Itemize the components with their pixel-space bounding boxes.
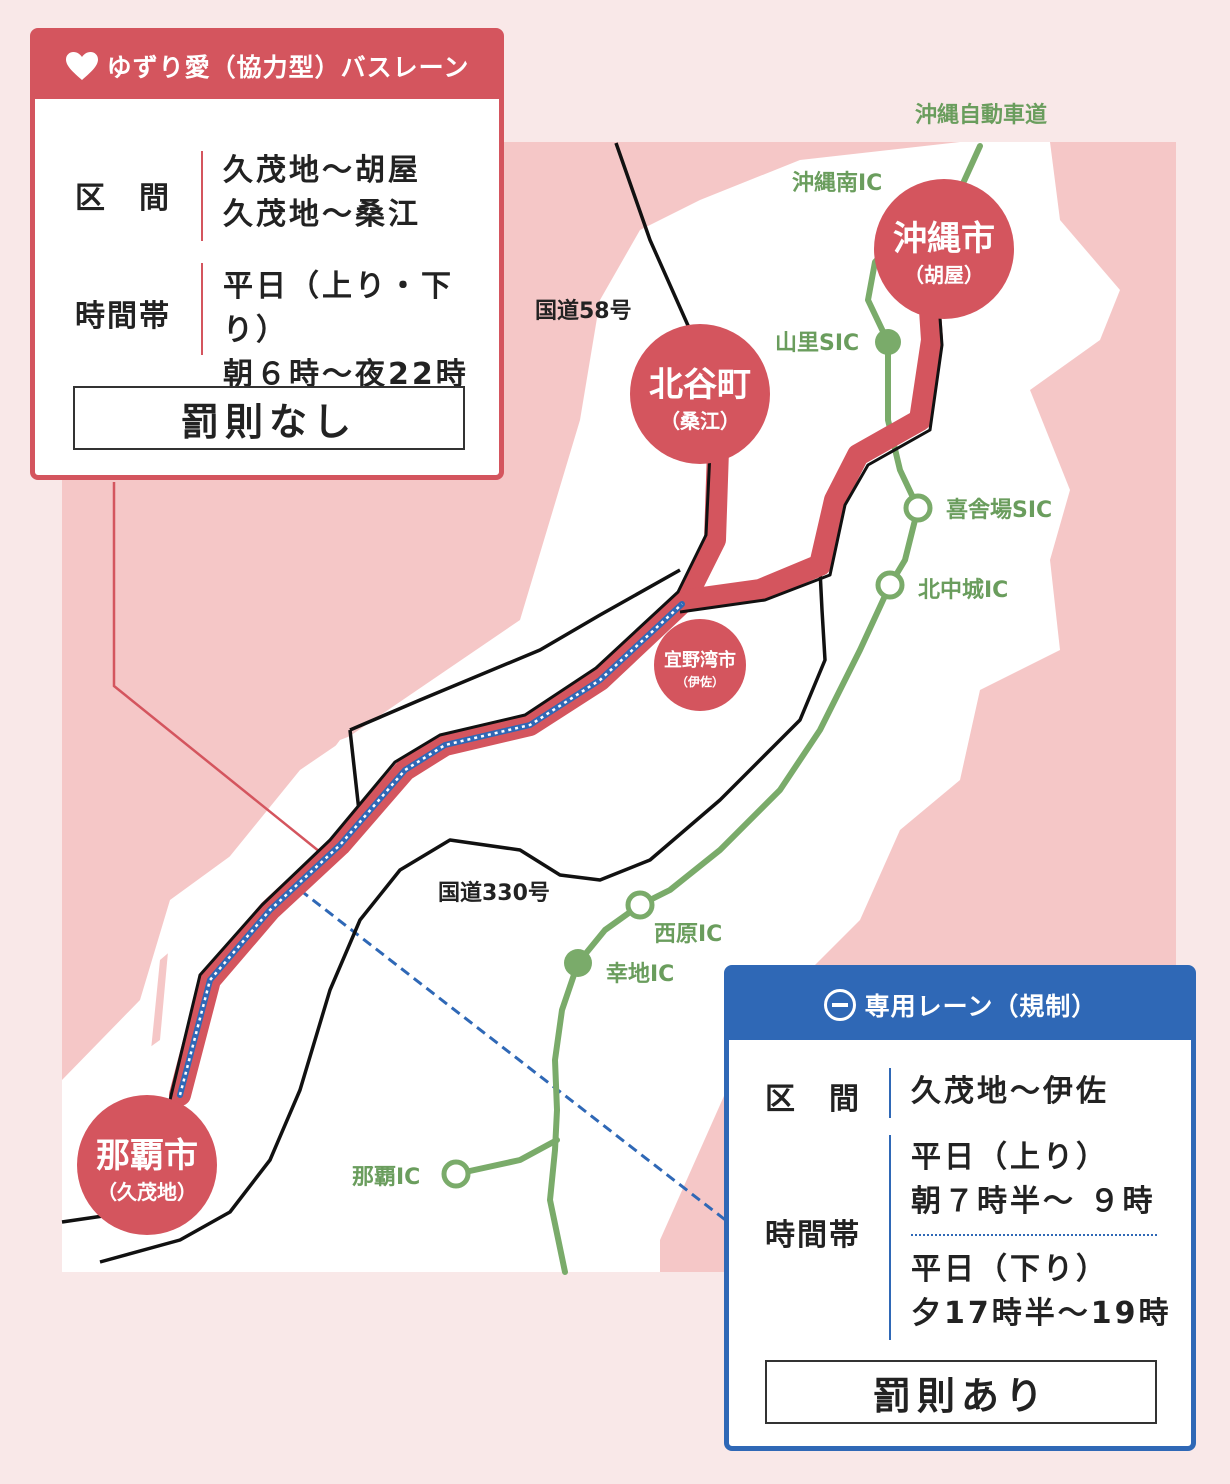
naha-ic-marker	[441, 1159, 471, 1189]
okinawa-expressway	[453, 143, 983, 1275]
courtesy-lane-leader-line	[112, 482, 321, 853]
kishaba-sic-label: 喜舎場SIC	[946, 497, 1052, 523]
expressway-label: 沖縄自動車道	[915, 102, 1047, 128]
naha-city-circle	[77, 1095, 217, 1235]
exclusive-time-up-1: 平日（上り）	[911, 1140, 1109, 1175]
courtesy-times: 平日（上り・下り） 朝６時～夜22時	[223, 265, 499, 397]
courtesy-section-2: 久茂地～桑江	[223, 197, 421, 232]
exclusive-lane-header: 専用レーン（規制）	[729, 970, 1191, 1040]
courtesy-divider-2	[201, 263, 203, 355]
exclusive-time-label: 時間帯	[765, 1218, 861, 1253]
exclusive-times-down: 平日（下り） 夕17時半～19時	[911, 1248, 1172, 1336]
exclusive-divider-2	[889, 1135, 891, 1340]
exclusive-times-up: 平日（上り） 朝７時半～ ９時	[911, 1136, 1155, 1224]
yamazato-sic-marker	[875, 329, 901, 355]
exclusive-lane-panel: 専用レーン（規制） 区 間 久茂地～伊佐 時間帯 平日（上り） 朝７時半～ ９時…	[724, 965, 1196, 1451]
exclusive-section-label-row: 区 間	[765, 1074, 861, 1118]
courtesy-sections: 久茂地～胡屋 久茂地～桑江	[223, 149, 421, 237]
naha-ic-label: 那覇IC	[352, 1165, 420, 1190]
chatan-town-name: 北谷町	[649, 365, 751, 405]
route58-overlay	[168, 317, 944, 1101]
kitanakagusuku-ic-marker	[875, 570, 905, 600]
courtesy-time-label-row: 時間帯	[75, 291, 171, 335]
minus-circle-icon	[823, 988, 857, 1022]
ginowan-city-circle	[654, 619, 746, 711]
nishihara-ic-marker	[625, 890, 655, 920]
courtesy-lane-title: ゆずり愛（協力型）バスレーン	[106, 53, 470, 82]
okinawa-city-sub: （胡屋）	[904, 263, 984, 287]
exclusive-section: 久茂地～伊佐	[911, 1074, 1109, 1109]
exclusive-penalty-box: 罰則あり	[765, 1360, 1157, 1424]
okinawa-minami-ic-label: 沖縄南IC	[792, 171, 882, 196]
route58-label: 国道58号	[535, 298, 632, 324]
courtesy-time-1: 平日（上り・下り）	[223, 269, 454, 348]
exclusive-lane-leader-line	[299, 888, 729, 1224]
kochi-ic-label: 幸地IC	[606, 961, 674, 987]
okinawa-city-name: 沖縄市	[893, 219, 995, 259]
okinawa-city-circle	[874, 179, 1014, 319]
ginowan-city-name: 宜野湾市	[664, 649, 736, 671]
exclusive-time-down-1: 平日（下り）	[911, 1252, 1109, 1287]
exclusive-time-down-2: 夕17時半～19時	[911, 1296, 1172, 1331]
courtesy-section-label: 区 間	[75, 181, 171, 216]
exclusive-time-label-row: 時間帯	[765, 1210, 861, 1254]
kishaba-sic-marker	[903, 493, 933, 523]
chatan-town-circle	[630, 324, 770, 464]
kochi-ic-marker	[564, 949, 592, 977]
heart-icon	[65, 51, 99, 81]
ginowan-city-sub: （伊佐）	[676, 674, 724, 689]
inland-area	[62, 142, 1120, 1272]
naha-city-sub: （久茂地）	[97, 1180, 197, 1204]
coast-strip	[62, 520, 690, 1272]
courtesy-section-1: 久茂地～胡屋	[223, 153, 421, 188]
exclusive-section-label: 区 間	[765, 1082, 861, 1117]
courtesy-section-label-row: 区 間	[75, 173, 171, 217]
exclusive-divider-1	[889, 1068, 891, 1118]
kitanakagusuku-ic-label: 北中城IC	[918, 577, 1008, 603]
route330-label: 国道330号	[438, 880, 550, 906]
courtesy-lane-panel: ゆずり愛（協力型）バスレーン 区 間 久茂地～胡屋 久茂地～桑江 時間帯 平日（…	[30, 28, 504, 480]
naha-city-name: 那覇市	[96, 1136, 198, 1176]
exclusive-time-up-2: 朝７時半～ ９時	[911, 1184, 1156, 1219]
courtesy-time-label: 時間帯	[75, 299, 171, 334]
courtesy-penalty-box: 罰則なし	[73, 386, 465, 450]
exclusive-time-separator	[911, 1234, 1157, 1236]
exclusive-lane-title: 専用レーン（規制）	[864, 992, 1098, 1021]
yamazato-sic-label: 山里SIC	[775, 331, 859, 356]
chatan-town-sub: （桑江）	[660, 409, 740, 433]
nishihara-ic-label: 西原IC	[654, 922, 722, 947]
courtesy-lane-header: ゆずり愛（協力型）バスレーン	[35, 33, 499, 99]
courtesy-divider-1	[201, 151, 203, 241]
